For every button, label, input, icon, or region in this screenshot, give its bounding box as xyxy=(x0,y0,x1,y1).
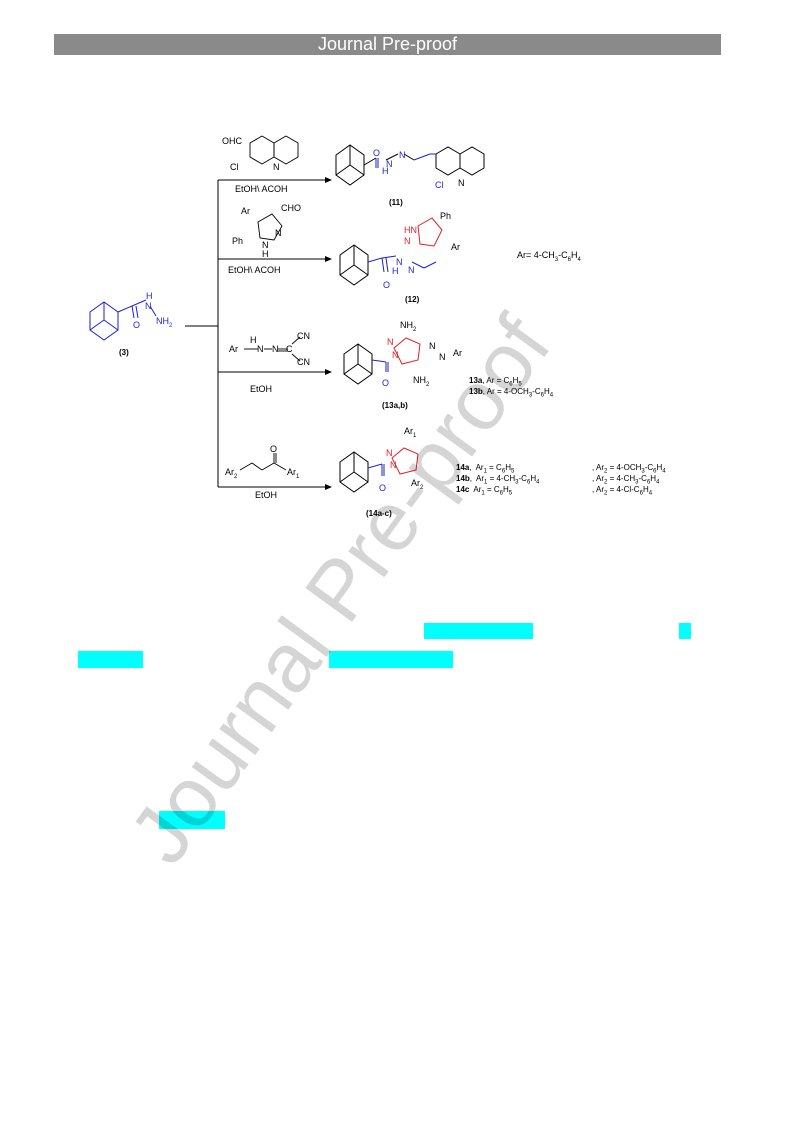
compound-13-label: (13a,b) xyxy=(382,401,408,410)
reagent2-conditions: EtOH\ ACOH xyxy=(228,265,281,275)
p13-n2-label: N xyxy=(392,350,399,360)
reagent1-n-label: N xyxy=(273,162,280,172)
p13-azo-n2-label: N xyxy=(439,352,446,362)
reagent1-cho-label: OHC xyxy=(222,136,242,146)
reagent2-n-label: N xyxy=(275,228,282,238)
p14c-ar2-definition: , Ar2 = 4-Cl-C6H4 xyxy=(592,485,653,497)
start-n-label: N xyxy=(145,301,152,311)
p12-o-label: O xyxy=(383,280,391,290)
reagent4-ar2-label: Ar2 xyxy=(225,467,238,480)
p11-n1-label: N xyxy=(386,159,393,169)
highlight-block xyxy=(159,811,225,829)
p12-n2-label: N xyxy=(408,265,415,275)
p12-hn-label: HN xyxy=(404,225,417,235)
compound-14-label: (14a-c) xyxy=(366,509,392,518)
reagent2-ph-label: Ph xyxy=(232,236,244,246)
journal-preproof-banner: Journal Pre-proof xyxy=(54,34,721,55)
p13a-definition: 13a, Ar = C6H5 xyxy=(469,376,522,388)
p13-azo-n1-label: N xyxy=(429,341,436,351)
reagent3-c-label: C xyxy=(286,344,293,354)
reagent3-cn1-label: CN xyxy=(297,331,310,341)
p14-ar2-label: Ar2 xyxy=(411,478,424,491)
reagent4-conditions: EtOH xyxy=(255,490,278,500)
highlight-block xyxy=(329,651,453,668)
p11-n2-label: N xyxy=(399,150,406,160)
p12-ph-label: Ph xyxy=(440,211,452,221)
compound-3-label: (3) xyxy=(119,348,129,357)
start-h-label: H xyxy=(146,291,153,301)
reagent1-conditions: EtOH\ ACOH xyxy=(235,184,288,194)
highlight-block xyxy=(679,623,691,639)
p14c-ar1-definition: 14c Ar1 = C6H5 xyxy=(456,485,513,497)
highlight-block xyxy=(78,651,143,668)
reagent2-nh-label: N xyxy=(262,240,269,250)
p11-cl-label: Cl xyxy=(435,180,444,190)
p11-n3-label: N xyxy=(458,178,465,188)
p13-nh2-bottom-label: NH2 xyxy=(413,375,430,388)
reagent3-conditions: EtOH xyxy=(250,384,273,394)
p14b-ar1-definition: 14b, Ar1 = 4-CH3-C6H4 xyxy=(456,474,540,486)
p12-h-label: H xyxy=(392,266,399,276)
reagent3-ar-label: Ar xyxy=(229,344,238,354)
p12-ar-definition: Ar= 4-CH3-C6H4 xyxy=(517,250,581,263)
reagent3-cn2-label: CN xyxy=(297,357,310,367)
p14b-ar2-definition: , Ar2 = 4-CH3-C6H4 xyxy=(592,474,660,486)
reagent4-ar1-label: Ar1 xyxy=(287,467,300,480)
p13-ar-label: Ar xyxy=(453,348,462,358)
p14-n2-label: N xyxy=(390,460,397,470)
start-o-label: O xyxy=(133,320,141,330)
p14-o-label: O xyxy=(379,483,387,493)
p11-h-label: H xyxy=(382,166,389,176)
reagent2-ar-label: Ar xyxy=(241,206,250,216)
p13-nh2-top-label: NH2 xyxy=(400,320,417,333)
reagent3-n1-label: N xyxy=(257,344,264,354)
p13-n1-label: N xyxy=(387,337,394,347)
p13b-definition: 13b, Ar = 4-OCH3-C6H4 xyxy=(469,387,554,399)
reagent2-h-label: H xyxy=(262,249,269,259)
reagent1-cl-label: Cl xyxy=(230,162,239,172)
start-nh2-label: NH2 xyxy=(156,316,173,329)
highlight-block xyxy=(424,623,533,639)
p14a-ar1-definition: 14a, Ar1 = C6H5 xyxy=(456,463,515,475)
compound-11-label: (11) xyxy=(389,198,403,207)
reagent2-cho-label: CHO xyxy=(281,203,301,213)
compound-12-label: (12) xyxy=(405,295,420,304)
p12-n1-label: N xyxy=(396,257,403,267)
reagent3-h-label: H xyxy=(250,335,257,345)
reagent3-n2-label: N xyxy=(272,344,279,354)
p12-n-label: N xyxy=(404,236,411,246)
p13-o-label: O xyxy=(382,378,390,388)
p11-o-label: O xyxy=(373,148,381,158)
reagent4-o-label: O xyxy=(270,444,278,454)
p14a-ar2-definition: , Ar2 = 4-OCH3-C6H4 xyxy=(592,463,666,475)
p14-ar1-label: Ar1 xyxy=(404,426,417,439)
p14-n1-label: N xyxy=(386,448,393,458)
p12-ar-label: Ar xyxy=(451,242,460,252)
